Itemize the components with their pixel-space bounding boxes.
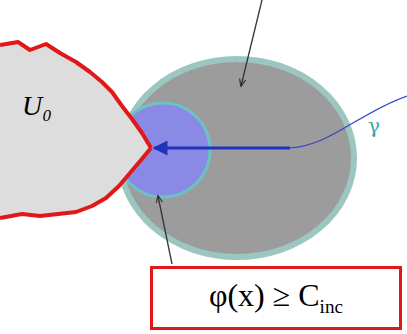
curve-label: γ: [368, 114, 380, 138]
boundary-line: [0, 148, 151, 218]
condition-box: φ(x) ≥ Cinc: [150, 266, 402, 330]
curve-gamma: [290, 96, 407, 148]
condition-text: φ(x) ≥ Cinc: [209, 278, 343, 318]
domain-fill: [0, 42, 151, 218]
curve-gamma: [154, 147, 290, 150]
leader-line: [241, 0, 262, 86]
boundary-line: [0, 42, 151, 148]
leader-line: [158, 196, 172, 264]
region-label: U₀: [22, 90, 52, 122]
